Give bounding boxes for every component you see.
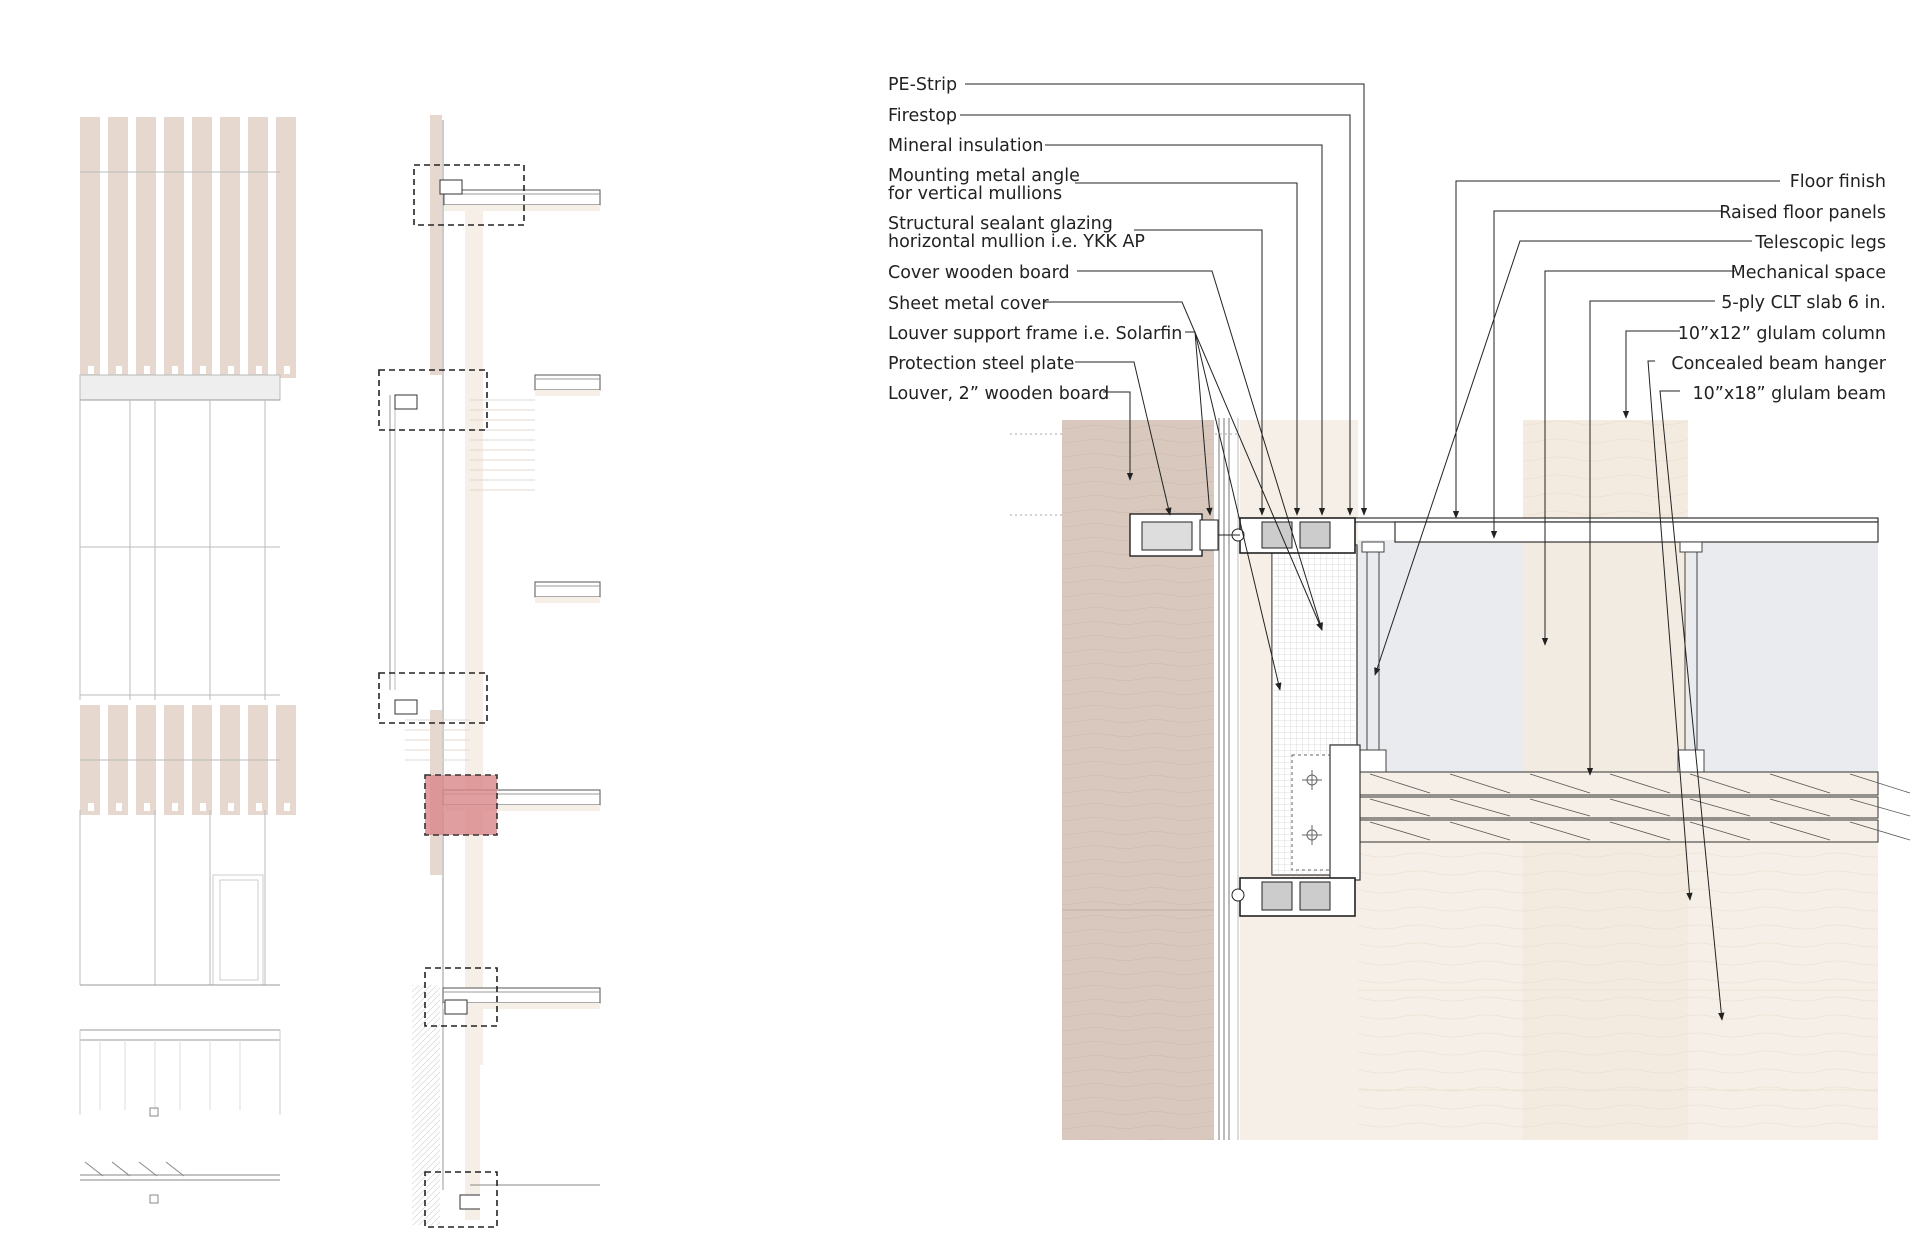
horizontal-mullion-top <box>1231 517 1356 554</box>
label-mechanical-space: Mechanical space <box>1731 263 1886 283</box>
plan-fragment-2 <box>80 1161 280 1204</box>
louver-blade <box>276 117 296 378</box>
label-telescopic-legs: Telescopic legs <box>1754 233 1886 253</box>
label-mounting-angle-line1: Mounting metal angle <box>888 166 1080 186</box>
floor-slab-section <box>534 374 601 391</box>
label-raised-floor-panels: Raised floor panels <box>1719 203 1886 223</box>
clt-slab <box>1357 771 1911 843</box>
label-glulam-beam: 10”x18” glulam beam <box>1693 384 1887 404</box>
label-louver-support-frame: Louver support frame i.e. Solarfin <box>888 324 1182 344</box>
label-mounting-angle-line2: for vertical mullions <box>888 184 1062 204</box>
enlarged-facade-detail <box>1010 418 1911 1140</box>
label-firestop: Firestop <box>888 106 957 126</box>
louver-group-upper <box>80 117 296 378</box>
louver-group-lower <box>80 705 296 815</box>
louver-blade <box>136 117 156 378</box>
detail-callout-boxes <box>378 164 525 1228</box>
label-concealed-beam-hanger: Concealed beam hanger <box>1671 354 1886 374</box>
label-protection-steel-plate: Protection steel plate <box>888 354 1074 374</box>
louver-blade <box>248 117 268 378</box>
louver-blade <box>276 705 296 815</box>
labels-left: PE-Strip Firestop Mineral insulation Mou… <box>888 75 1182 404</box>
label-structural-sealant-line2: horizontal mullion i.e. YKK AP <box>888 232 1145 252</box>
label-clt-slab: 5-ply CLT slab 6 in. <box>1721 293 1886 313</box>
louver-blade <box>192 117 212 378</box>
raised-floor-panel <box>1394 521 1879 543</box>
floor-slab-section <box>443 189 601 206</box>
label-mineral-insulation: Mineral insulation <box>888 136 1043 156</box>
horizontal-mullion-bottom <box>1231 877 1356 917</box>
wall-section <box>378 115 601 1228</box>
labels-right: Floor finish Raised floor panels Telesco… <box>1671 172 1886 404</box>
louver-blade <box>164 117 184 378</box>
plan-fragment-1 <box>79 1029 281 1117</box>
louver-blade <box>108 117 128 378</box>
label-sheet-metal-cover: Sheet metal cover <box>888 294 1049 314</box>
facade-elevation <box>79 117 296 1204</box>
highlighted-detail-area <box>425 775 497 835</box>
label-cover-wooden-board: Cover wooden board <box>888 263 1070 283</box>
label-structural-sealant-line1: Structural sealant glazing <box>888 214 1113 234</box>
label-floor-finish: Floor finish <box>1790 172 1886 192</box>
label-pe-strip: PE-Strip <box>888 75 957 95</box>
louver-blade <box>220 117 240 378</box>
leader-lines <box>960 83 1780 1021</box>
label-louver-wooden-board: Louver, 2” wooden board <box>888 384 1109 404</box>
label-glulam-column: 10”x12” glulam column <box>1678 324 1886 344</box>
floor-slab-section <box>534 581 601 598</box>
glazing-grid <box>79 400 280 700</box>
louver-blade <box>80 117 100 378</box>
